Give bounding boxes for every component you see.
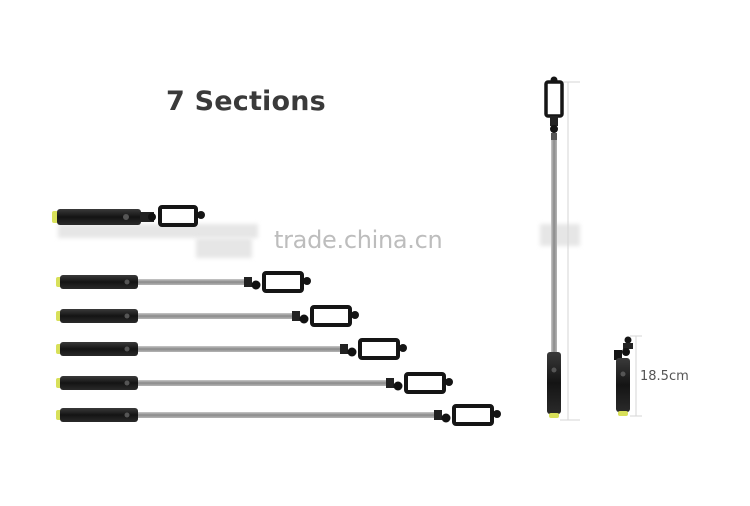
product-title: 7 Sections	[166, 86, 326, 117]
watermark-smudge	[196, 238, 252, 258]
folded-length-label: 18.5cm	[640, 369, 689, 384]
watermark-text: trade.china.cn	[274, 226, 443, 254]
stick-extended-horizontal	[56, 305, 359, 327]
stick-extended-horizontal	[56, 271, 311, 293]
watermark-smudge	[58, 224, 258, 238]
stick-extended-horizontal	[56, 372, 453, 394]
stick-extended-horizontal	[56, 338, 407, 360]
watermark-smudge	[540, 224, 580, 246]
stick-extended-vertical	[544, 76, 580, 421]
stick-collapsed-horizontal	[52, 205, 205, 227]
stick-extended-horizontal	[56, 404, 501, 426]
stick-collapsed-vertical	[614, 335, 642, 417]
